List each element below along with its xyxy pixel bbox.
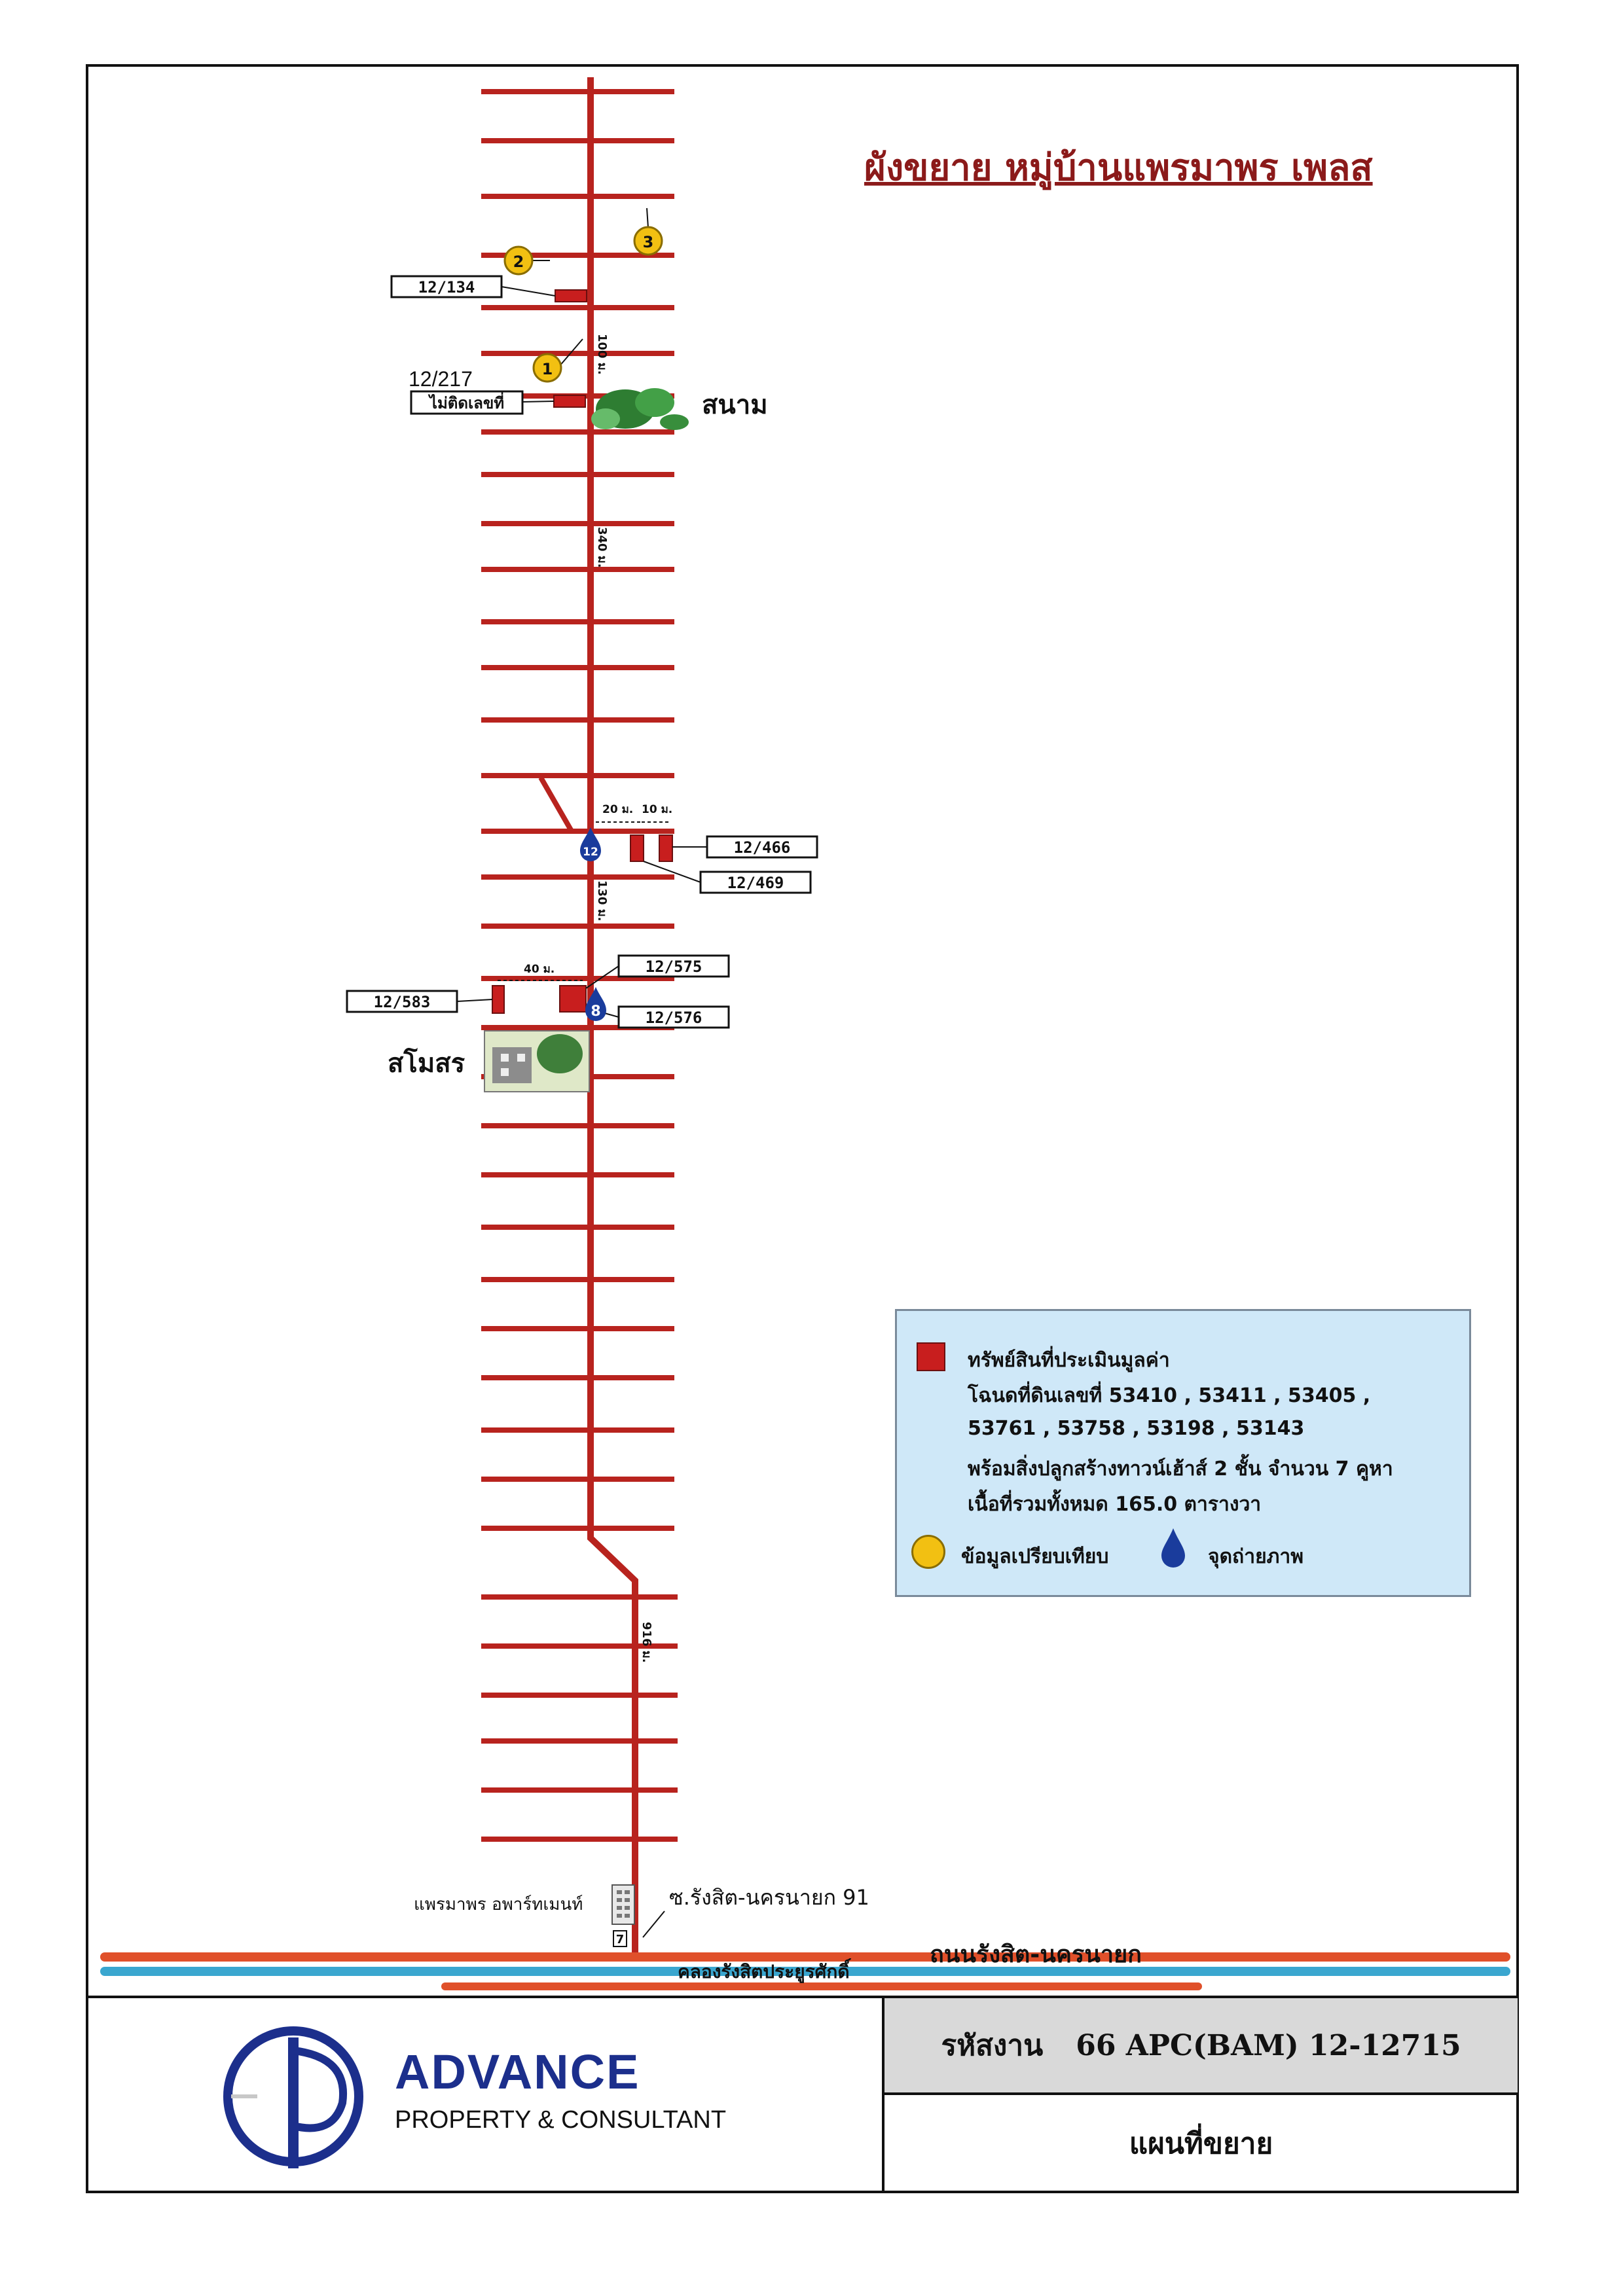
legend-comparable-icon [911, 1535, 945, 1569]
plot-label-12-576: 12/576 [585, 1005, 730, 1029]
svg-text:12: 12 [583, 846, 598, 859]
photo-point-8: 8 [585, 987, 606, 1021]
plot-label-12-575: 12/575 [585, 954, 730, 989]
plot-label-12-134: 12/134 [390, 275, 556, 298]
company-logo-icon [223, 2026, 363, 2168]
legend-photo-label: จุดถ่ายภาพ [1208, 1545, 1304, 1568]
legend-area: เนื้อที่รวมทั้งหมด 165.0 ตารางวา [968, 1493, 1262, 1516]
distance-20m: 20 ม. [602, 803, 633, 816]
plot-label-12-469: 12/469 [643, 861, 812, 894]
plot-label-12-217: 12/217 [409, 367, 473, 391]
svg-text:1: 1 [542, 360, 553, 378]
job-code-cell: รหัสงาน 66 APC(BAM) 12-12715 [884, 1998, 1518, 2095]
svg-text:12/575: 12/575 [646, 958, 702, 976]
plot-12-469 [659, 834, 673, 862]
apartment-number-marker: 7 [613, 1930, 627, 1947]
legend-comparable-label: ข้อมูลเปรียบเทียบ [961, 1545, 1109, 1568]
branch-roads [481, 89, 678, 1842]
job-code-value: 66 APC(BAM) 12-12715 [1076, 2028, 1461, 2062]
company-subtitle: PROPERTY & CONSULTANT [395, 2106, 727, 2134]
legend-deed-numbers-cont: 53761 , 53758 , 53198 , 53143 [968, 1417, 1305, 1440]
apartment-label: แพรมาพร อพาร์ทเมนท์ [414, 1895, 583, 1914]
job-code-label: รหัสงาน [941, 2029, 1044, 2062]
plot-label-no-number: ไม่ติดเลขที่ [410, 390, 555, 415]
company-name: ADVANCE [395, 2045, 640, 2099]
company-logo-area: ADVANCE PROPERTY & CONSULTANT [87, 1998, 884, 2192]
svg-text:7: 7 [616, 1933, 625, 1946]
plot-label-12-466: 12/466 [672, 835, 818, 859]
distance-10m: 10 ม. [642, 803, 672, 816]
diagonal-branch-road [538, 776, 574, 831]
plot-12-466 [630, 834, 644, 862]
plot-label-12-583: 12/583 [346, 990, 493, 1013]
title-block: ADVANCE PROPERTY & CONSULTANT รหัสงาน 66… [87, 1996, 1518, 2192]
legend-deed-numbers: โฉนดที่ดินเลขที่ 53410 , 53411 , 53405 , [968, 1384, 1371, 1407]
legend-property-swatch [917, 1342, 945, 1371]
canal-label: คลองรังสิตประยูรศักดิ์ [678, 1958, 851, 1983]
map-title: ผังขยาย หมู่บ้านแพรมาพร เพลส [864, 147, 1373, 190]
document-type: แผนที่ขยาย [1129, 2127, 1273, 2161]
legend-building-desc: พร้อมสิ่งปลูกสร้างทาวน์เฮ้าส์ 2 ชั้น จำน… [968, 1458, 1393, 1480]
field-tree-icon [591, 388, 689, 430]
legend-photo-icon [1161, 1528, 1185, 1568]
apartment-building-icon [611, 1884, 635, 1925]
soi-label: ซ.รังสิต-นครนายก 91 [669, 1885, 869, 1910]
distance-340m: 340 ม. [595, 527, 609, 568]
main-road-label: ถนนรังสิต-นครนายก [930, 1941, 1142, 1968]
distance-100m: 100 ม. [595, 334, 609, 375]
svg-text:12/134: 12/134 [418, 278, 475, 296]
comparable-marker-1: 1 [532, 338, 583, 383]
map-legend: ทรัพย์สินที่ประเมินมูลค่า โฉนดที่ดินเลขท… [895, 1309, 1471, 1597]
document-type-cell: แผนที่ขยาย [884, 2095, 1518, 2192]
svg-text:ไม่ติดเลขที่: ไม่ติดเลขที่ [428, 391, 504, 412]
svg-text:3: 3 [643, 233, 654, 251]
svg-text:12/469: 12/469 [727, 874, 784, 892]
comparable-marker-2: 2 [503, 245, 550, 276]
clubhouse-label: สโมสร [388, 1048, 465, 1079]
plot-12-134 [555, 289, 587, 302]
comparable-marker-3: 3 [633, 207, 663, 256]
photo-point-12: 12 [580, 827, 601, 861]
distance-40m: 40 ม. [524, 963, 555, 976]
svg-text:8: 8 [591, 1003, 600, 1020]
plot-no-number [553, 395, 586, 408]
village-main-road [587, 77, 638, 1954]
legend-property-title: ทรัพย์สินที่ประเมินมูลค่า [968, 1349, 1170, 1372]
property-plots [492, 289, 673, 1014]
plot-12-583 [492, 985, 505, 1014]
clubhouse-icon [484, 1030, 590, 1092]
field-label: สนาม [702, 390, 768, 420]
plot-12-575 [559, 985, 587, 1013]
distance-916m: 916 ม. [640, 1622, 653, 1663]
soi-pointer-line [642, 1910, 665, 1938]
svg-text:12/583: 12/583 [374, 993, 431, 1011]
page-frame [86, 64, 1519, 2193]
distance-130m: 130 ม. [595, 880, 609, 922]
svg-text:2: 2 [513, 253, 524, 271]
svg-text:12/466: 12/466 [734, 838, 791, 857]
svg-text:12/576: 12/576 [646, 1009, 702, 1027]
